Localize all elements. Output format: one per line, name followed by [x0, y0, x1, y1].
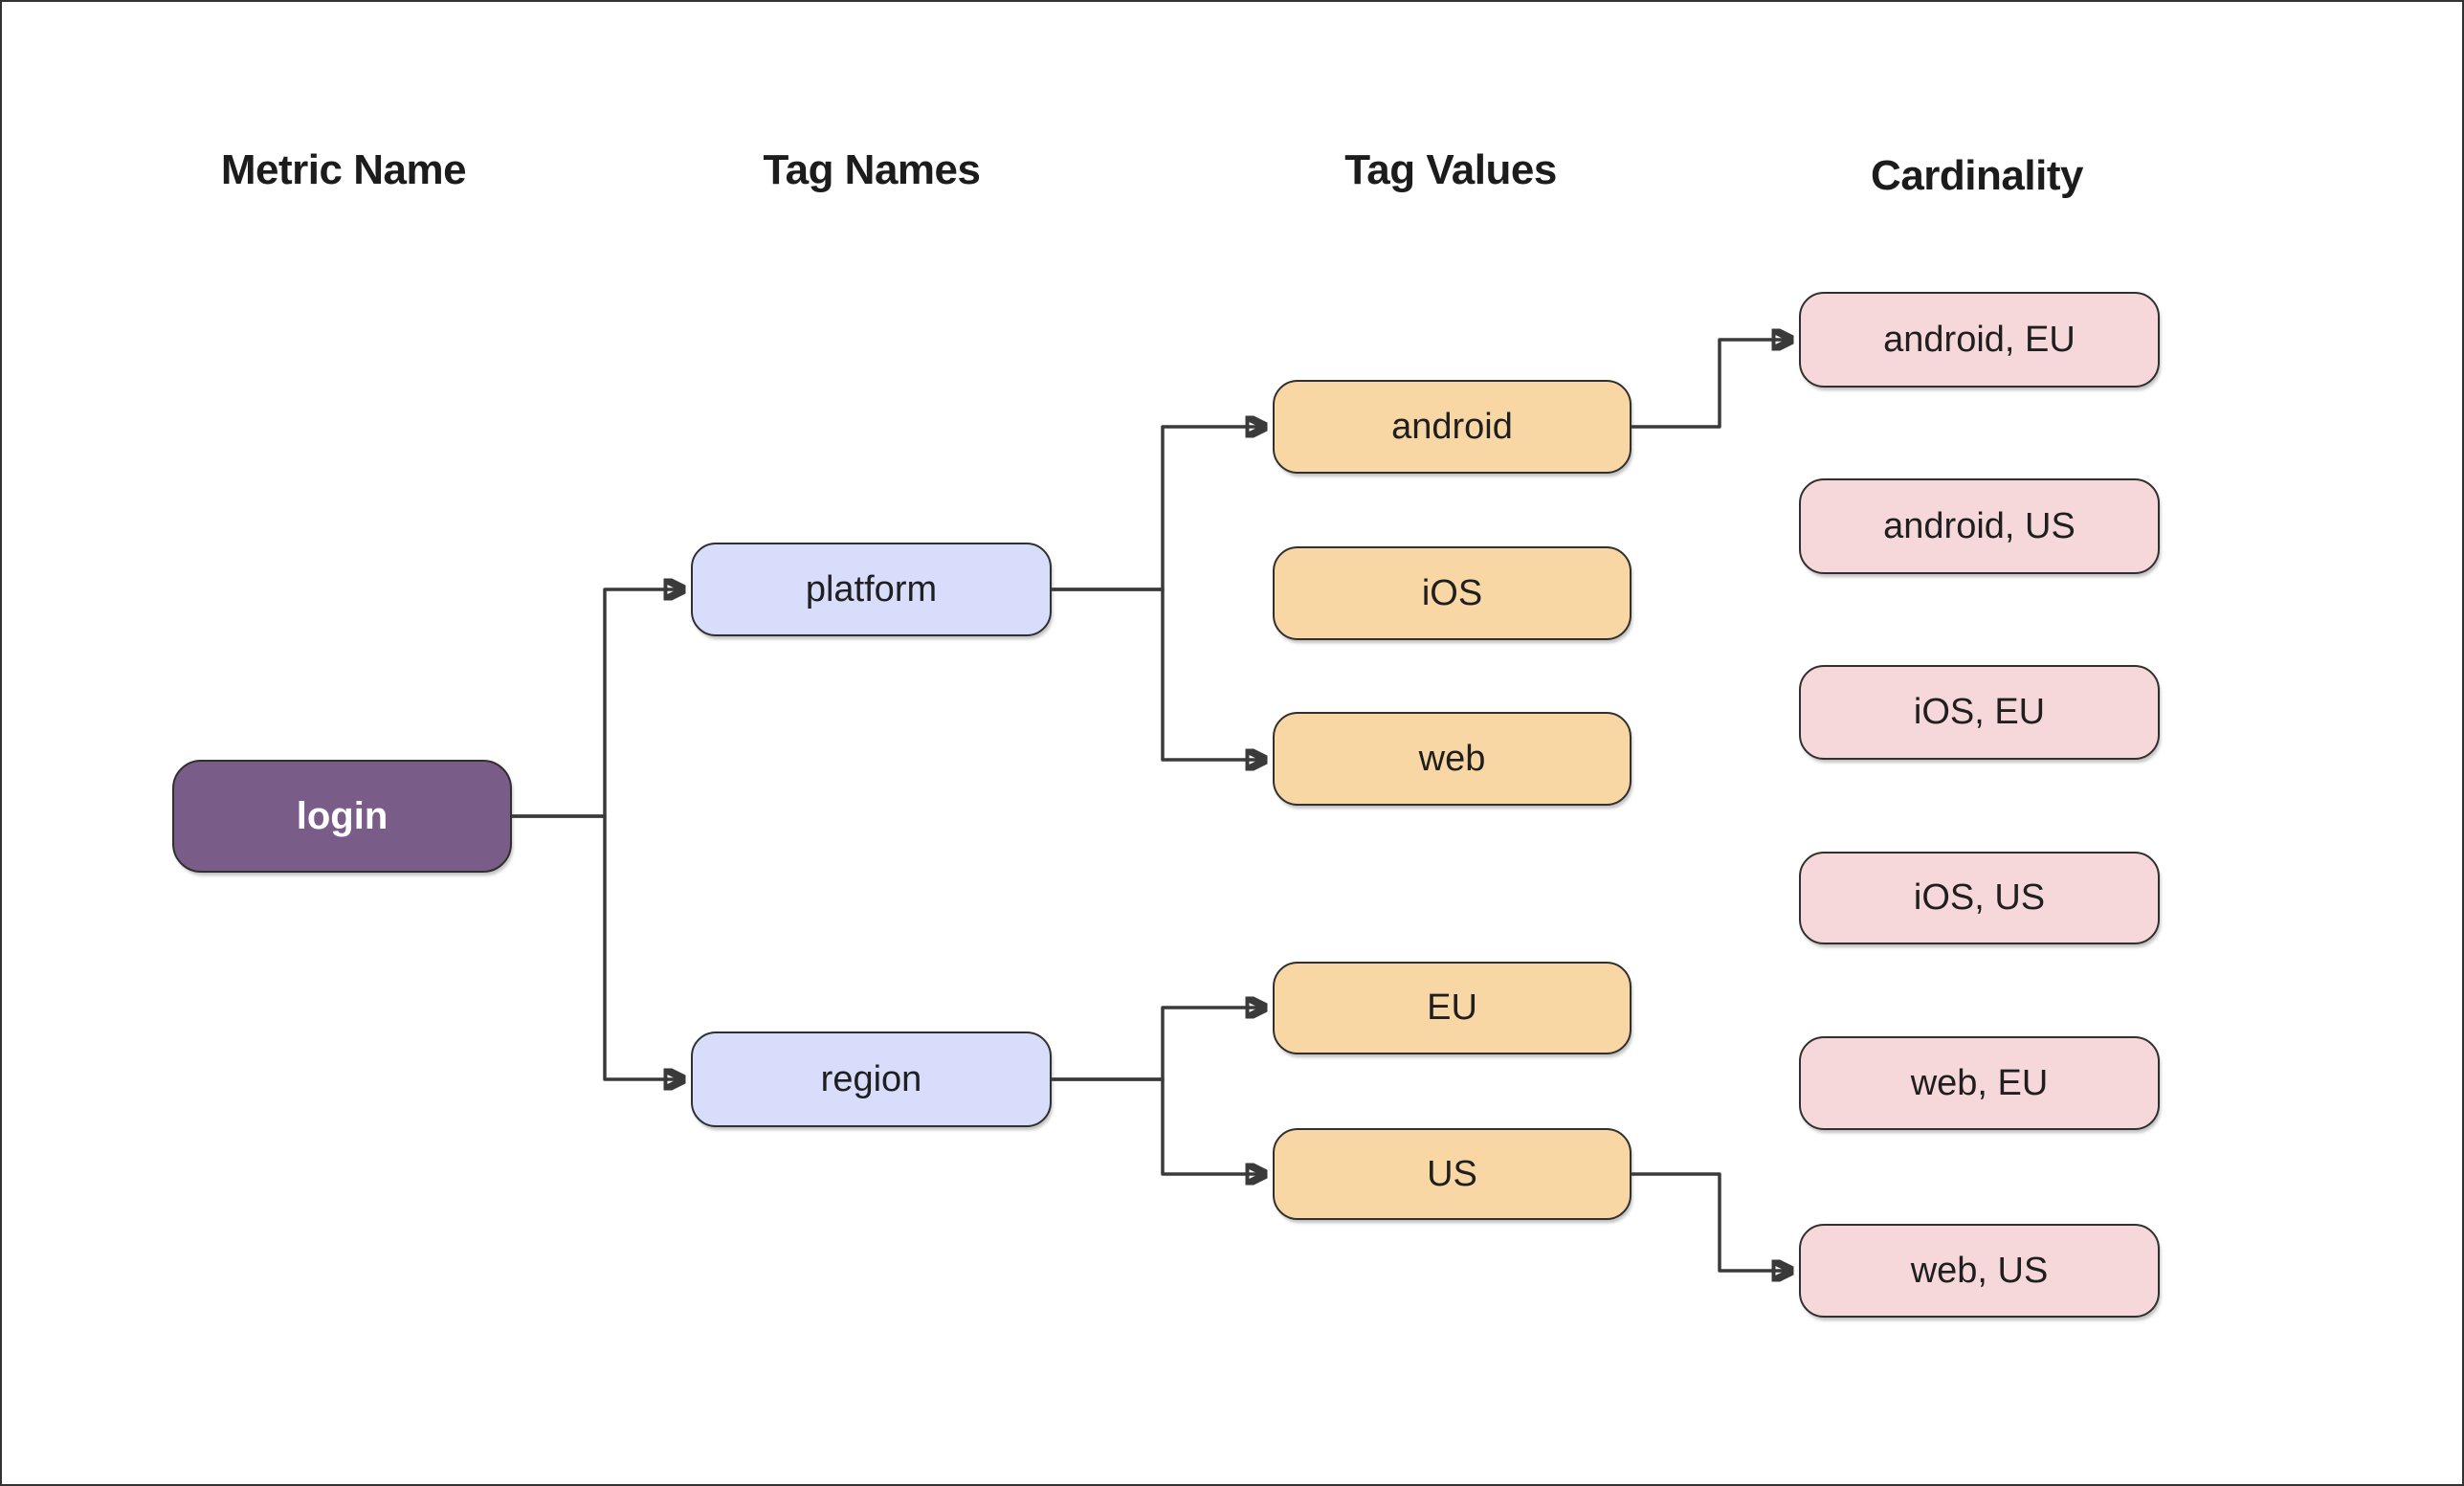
- node-ios-us: iOS, US: [1799, 852, 2160, 944]
- edge-android-android-eu: [1632, 340, 1791, 429]
- node-android: android: [1273, 380, 1632, 474]
- node-eu: EU: [1273, 962, 1632, 1054]
- edge-region-us: [1052, 1077, 1265, 1174]
- edge-platform-android: [1052, 427, 1265, 591]
- edge-region-eu: [1052, 1008, 1265, 1081]
- node-web: web: [1273, 712, 1632, 806]
- edge-platform-web: [1052, 588, 1265, 760]
- node-web-eu: web, EU: [1799, 1036, 2160, 1130]
- node-ios-eu: iOS, EU: [1799, 665, 2160, 760]
- node-login: login: [172, 760, 512, 873]
- edge-login-platform: [512, 589, 683, 818]
- node-android-us: android, US: [1799, 478, 2160, 574]
- node-us: US: [1273, 1128, 1632, 1220]
- node-web-us: web, US: [1799, 1224, 2160, 1318]
- column-header-tag-values: Tag Values: [1344, 146, 1557, 193]
- node-region: region: [691, 1031, 1052, 1127]
- column-header-tag-names: Tag Names: [763, 146, 982, 193]
- column-header-metric-name: Metric Name: [220, 146, 467, 193]
- edge-login-region: [512, 814, 683, 1079]
- node-android-eu: android, EU: [1799, 292, 2160, 388]
- edge-us-web-us: [1632, 1172, 1791, 1271]
- node-ios: iOS: [1273, 546, 1632, 640]
- node-platform: platform: [691, 543, 1052, 636]
- column-header-cardinality: Cardinality: [1871, 152, 2083, 199]
